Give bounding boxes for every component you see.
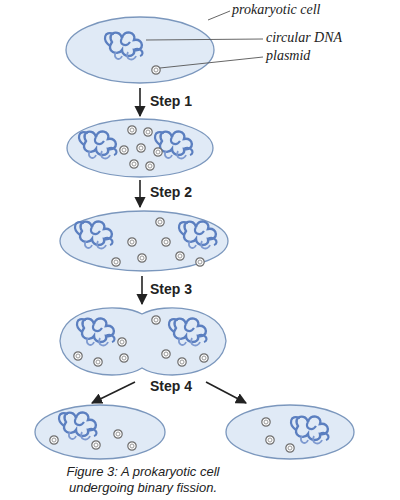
circular-dna (179, 221, 216, 248)
step-label: Step 4 (150, 378, 192, 394)
prokaryotic-cell (66, 17, 214, 83)
circular-dna (75, 221, 112, 248)
plasmid-ring (152, 66, 160, 74)
step-label: Step 1 (150, 93, 192, 109)
step-label: Step 3 (150, 281, 192, 297)
step-label: Step 2 (150, 184, 192, 200)
plasmid-group (50, 430, 136, 450)
part-label: prokaryotic cell (232, 2, 321, 18)
part-label: plasmid (266, 48, 310, 64)
prokaryotic-cell (67, 119, 213, 177)
part-label: circular DNA (266, 30, 342, 46)
circular-dna (291, 416, 328, 443)
plasmid-group (120, 126, 162, 170)
figure-caption: Figure 3: A prokaryotic cell undergoing … (48, 464, 238, 496)
plasmid-group (262, 418, 294, 452)
prokaryotic-cell (60, 211, 228, 271)
leader-line (160, 57, 263, 68)
dividing-cell (60, 308, 226, 375)
plasmid-group (74, 316, 208, 366)
circular-dna (105, 32, 142, 59)
step-arrow (206, 382, 246, 403)
leader-line (208, 11, 230, 20)
circular-dna (77, 318, 114, 345)
step-arrow (139, 180, 141, 207)
step-arrow (139, 88, 141, 116)
circular-dna (59, 412, 96, 439)
leader-line (146, 39, 263, 40)
step-arrow (141, 276, 143, 304)
step-arrow (92, 382, 135, 403)
circular-dna (169, 318, 206, 345)
daughter-cell (226, 405, 354, 459)
plasmid-group (112, 218, 204, 266)
circular-dna (79, 131, 116, 158)
daughter-cell (35, 405, 165, 459)
